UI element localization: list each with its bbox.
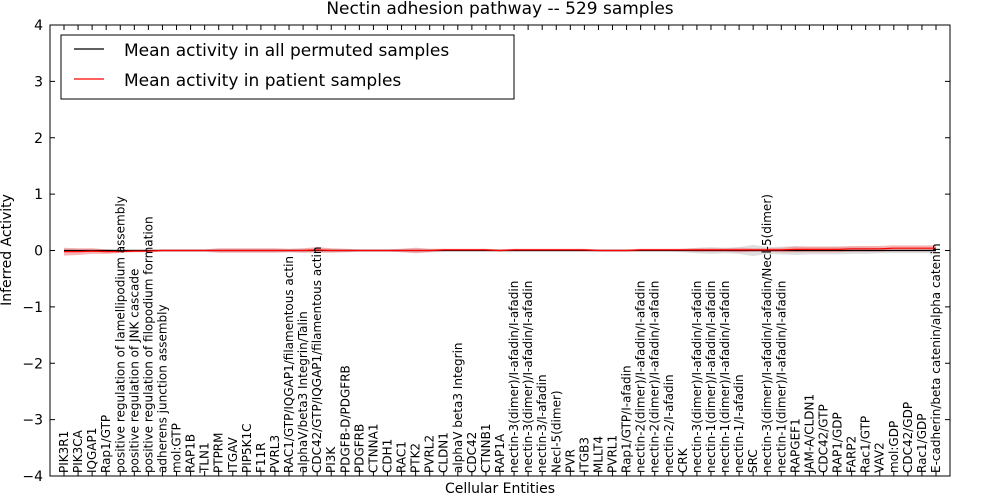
x-tick-label: positive regulation of filopodium format… — [141, 216, 155, 473]
y-tick-label: 3 — [34, 74, 43, 90]
x-tick-label: mol:GDP — [887, 421, 901, 473]
x-tick-label: PDGFRB — [352, 424, 366, 473]
x-tick-label: Rap1/GTP/I-afadin — [620, 365, 634, 473]
x-tick-label: ITGB3 — [577, 437, 591, 473]
x-tick-label: positive regulation of JNK cascade — [127, 269, 141, 473]
y-tick-label: 0 — [34, 244, 43, 260]
x-tick-label: nectin-2(dimer)/I-afadin/I-afadin — [648, 281, 662, 473]
x-tick-label: MLLT4 — [592, 436, 606, 473]
x-tick-label: RAC1/GTP/IQGAP1/filamentous actin — [282, 256, 296, 473]
x-axis-label: Cellular Entities — [445, 481, 555, 497]
x-tick-label: PVRL2 — [423, 435, 437, 473]
x-tick-label: Necl-5(dimer) — [549, 390, 563, 473]
chart-title: Nectin adhesion pathway -- 529 samples — [326, 0, 673, 19]
x-tick-label: CDC42/GDP — [901, 402, 915, 473]
x-tick-label: nectin-1(dimer)/I-afadin/I-afadin — [774, 281, 788, 473]
x-tick-label: PTPRM — [212, 433, 226, 474]
x-tick-label: RAP1B — [184, 434, 198, 473]
x-tick-label: Rac1/GTP — [859, 416, 873, 473]
x-tick-label: positive regulation of lamellipodium ass… — [113, 196, 127, 473]
plot-frame — [49, 24, 951, 477]
y-tick-label: 2 — [34, 131, 43, 147]
x-tick-label: CRK — [676, 447, 690, 473]
x-tick-label: CTNNB1 — [479, 423, 493, 473]
x-tick-label: RAP1A — [493, 433, 507, 473]
x-tick-label: RAPGEF1 — [788, 418, 802, 473]
x-tick-label: CDC42/GTP — [817, 404, 831, 473]
x-tick-label: CDH1 — [381, 439, 395, 473]
y-tick-label: −4 — [22, 469, 43, 485]
legend-box — [60, 34, 515, 100]
x-tick-label: Rac1/GDP — [915, 414, 929, 473]
x-tick-label: VAV2 — [873, 442, 887, 473]
axis-ticks: −4 −3 −2 −1 0 1 2 3 4 — [22, 18, 950, 485]
legend-label-permuted: Mean activity in all permuted samples — [124, 41, 449, 61]
x-tick-label: PIP5K1C — [240, 423, 254, 473]
x-tick-label: JAM-A/CLDN1 — [802, 394, 816, 474]
x-tick-label: CDC42/GTP/IQGAP1/filamentous actin — [310, 247, 324, 473]
x-tick-label: PTK2 — [409, 443, 423, 473]
x-tick-label: nectin-1(dimer)/I-afadin/I-afadin — [718, 281, 732, 473]
y-axis-label: Inferred Activity — [0, 194, 15, 306]
x-tick-label: FARP2 — [845, 436, 859, 473]
x-tick-label: nectin-1/I-afadin — [732, 374, 746, 473]
x-tick-label: CLDN1 — [437, 432, 451, 473]
x-tick-label: nectin-2/I-afadin — [662, 374, 676, 473]
x-tick-label: RAP1/GDP — [831, 412, 845, 473]
x-tick-label: TLN1 — [198, 442, 212, 474]
x-tick-label: PDGFB-D/PDGFRB — [338, 365, 352, 473]
x-tick-label: CDC42 — [465, 432, 479, 473]
x-tick-label: nectin-3/I-afadin — [535, 374, 549, 473]
x-tick-label: nectin-3(dimer)/I-afadin/I-afadin — [690, 281, 704, 473]
y-tick-label: −1 — [22, 300, 43, 316]
legend: Mean activity in all permuted samples Me… — [60, 34, 515, 100]
y-tick-label: 4 — [34, 18, 43, 34]
x-tick-label: Rap1/GTP — [99, 415, 113, 473]
y-tick-label: −2 — [22, 356, 43, 372]
x-tick-label: alphaV beta3 Integrin — [451, 342, 465, 473]
x-tick-label: PI3K — [324, 446, 338, 473]
series-lines — [64, 247, 936, 253]
x-tick-label: RAC1 — [395, 441, 409, 473]
x-tick-label: ITGAV — [226, 436, 240, 473]
x-tick-label: PVRL1 — [606, 435, 620, 473]
y-tick-label: −3 — [22, 413, 43, 429]
x-tick-label: nectin-2(dimer)/I-afadin/I-afadin — [634, 281, 648, 473]
x-tick-label: SRC — [746, 449, 760, 473]
x-tick-label: PIK3CA — [71, 429, 85, 473]
x-tick-label: nectin-3(dimer)/I-afadin/I-afadin — [507, 281, 521, 473]
x-tick-label: E-cadherin/beta catenin/alpha catenin — [929, 243, 943, 473]
patient-mean-line — [64, 247, 936, 253]
x-tick-label: alphaV/beta3 Integrin/Talin — [296, 311, 310, 473]
x-tick-label: nectin-3(dimer)/I-afadin/I-afadin/Necl-5… — [760, 194, 774, 473]
x-tick-label: mol:GTP — [170, 423, 184, 473]
legend-label-patient: Mean activity in patient samples — [124, 71, 401, 91]
x-tick-label: nectin-3(dimer)/I-afadin/I-afadin — [521, 281, 535, 473]
x-tick-label: nectin-1(dimer)/I-afadin/I-afadin — [704, 281, 718, 473]
x-tick-label: PIK3R1 — [57, 431, 71, 473]
x-tick-label: PVR — [563, 449, 577, 473]
x-tick-label: PVRL3 — [268, 435, 282, 473]
x-tick-label: F11R — [254, 442, 268, 473]
y-tick-label: 1 — [34, 187, 43, 203]
x-tick-label: CTNNA1 — [366, 423, 380, 473]
x-tick-label: adherens junction assembly — [156, 304, 170, 473]
x-tick-label: IQGAP1 — [85, 428, 99, 473]
